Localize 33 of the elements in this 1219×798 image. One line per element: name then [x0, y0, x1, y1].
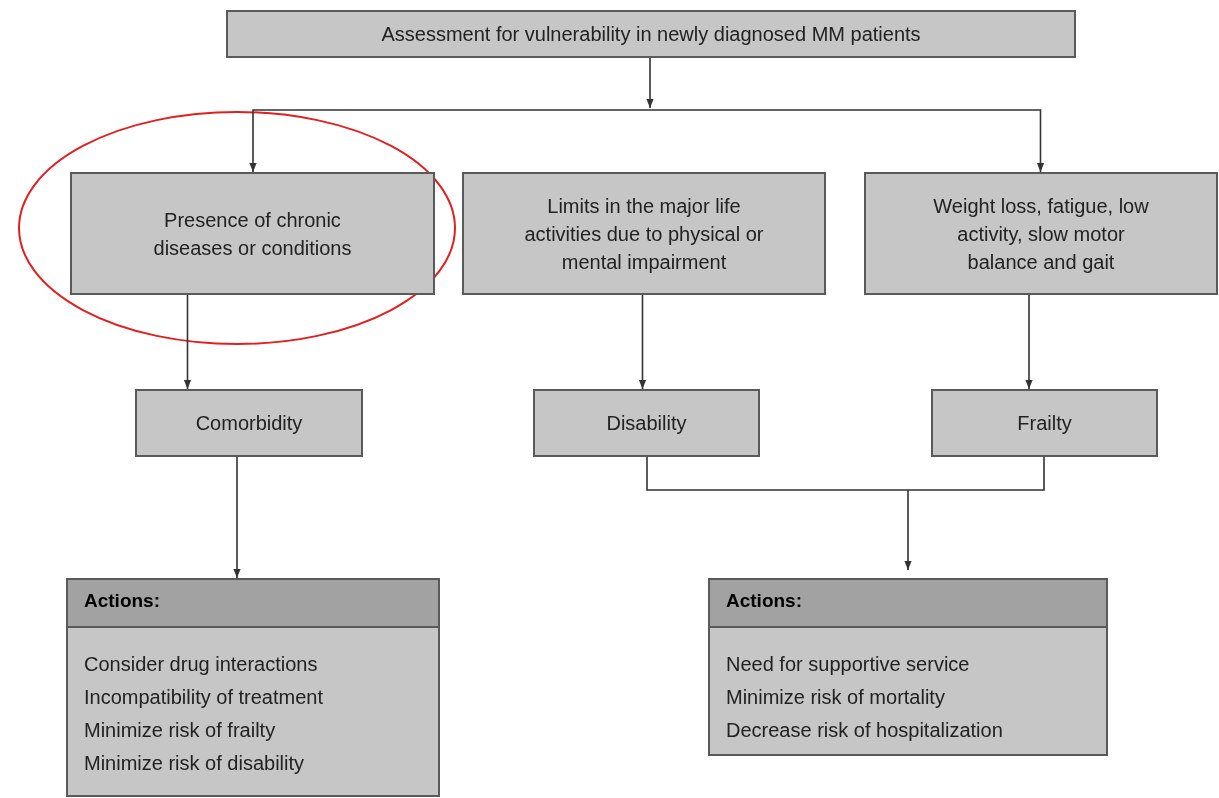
box-text: Limits in the major life activities due to physical or mental impairment — [523, 193, 765, 275]
arrow — [638, 294, 647, 390]
process-box — [462, 172, 826, 295]
panel-heading: Actions: — [710, 580, 1106, 628]
box-text: Assessment for vulnerability in newly diagnosed MM patients — [380, 22, 922, 47]
arrow — [183, 294, 192, 390]
process-box — [70, 172, 435, 295]
arrow — [646, 57, 654, 109]
box-text: Presence of chronic diseases or conditions — [152, 207, 353, 261]
action-item: Need for supportive service — [725, 652, 971, 677]
action-panel — [708, 578, 1108, 756]
arrow — [249, 109, 651, 173]
process-box — [931, 389, 1158, 457]
process-box — [533, 389, 760, 457]
process-box — [135, 389, 363, 457]
arrow — [1025, 294, 1033, 390]
box-text: Disability — [605, 411, 688, 436]
action-item: Minimize risk of disability — [83, 751, 306, 776]
box-text: Weight loss, fatigue, low activity, slow motor balance and gait — [932, 193, 1150, 275]
box-text: Frailty — [1016, 411, 1073, 436]
arrow — [233, 456, 241, 579]
arrow — [649, 109, 1045, 173]
action-panel — [66, 578, 440, 797]
action-item: Minimize risk of frailty — [83, 718, 277, 743]
action-item: Consider drug interactions — [83, 652, 319, 677]
process-box — [226, 10, 1076, 58]
arrow — [904, 489, 912, 571]
panel-heading: Actions: — [68, 580, 438, 628]
action-item: Minimize risk of mortality — [725, 685, 946, 710]
process-box — [864, 172, 1218, 295]
box-text: Comorbidity — [194, 411, 304, 436]
action-item: Incompatibility of treatment — [83, 685, 324, 710]
action-item: Decrease risk of hospitalization — [725, 718, 1004, 743]
